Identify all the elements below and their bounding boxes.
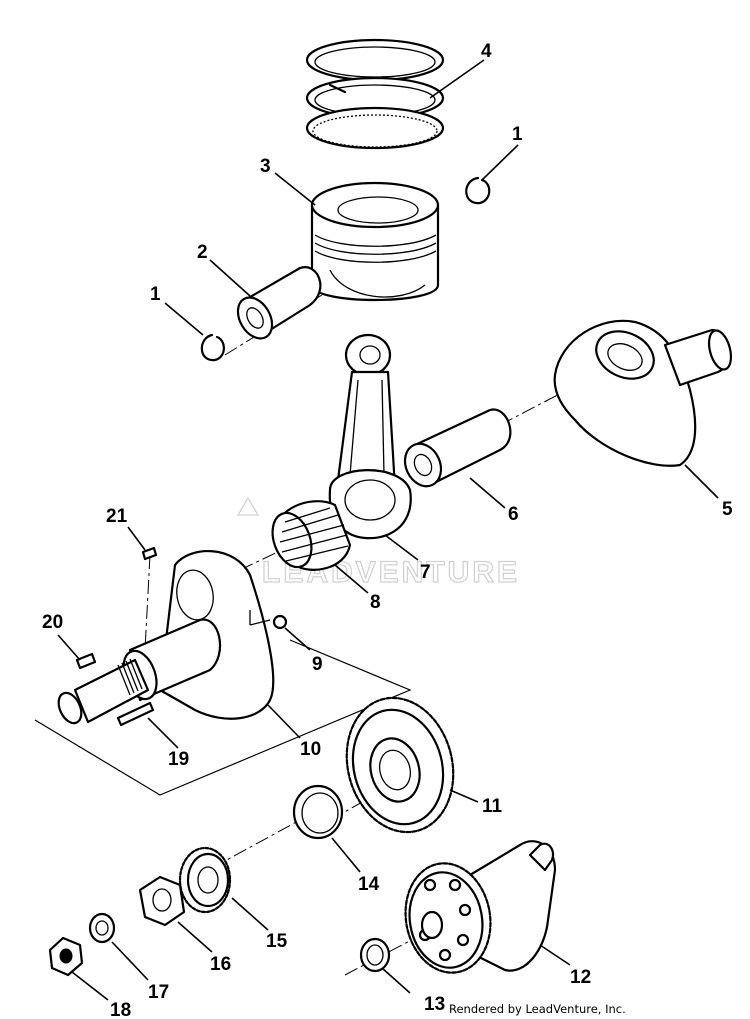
part-lock-nut: [138, 875, 186, 927]
callout-2: 2: [197, 242, 208, 263]
callout-leaders: [57, 59, 719, 1001]
callout-20: 20: [42, 612, 63, 633]
part-9-ball: [272, 614, 288, 630]
callout-18: 18: [110, 1000, 131, 1019]
crankshaft-threads: [117, 658, 143, 696]
callout-21: 21: [106, 506, 128, 527]
callout-1: 1: [150, 284, 161, 305]
callout-3: 3: [260, 156, 271, 177]
part-washer-17: [88, 912, 116, 944]
part-crankshaft-left-half: [57, 549, 275, 725]
part-small-hardware: [75, 546, 288, 727]
part-washer-13: [359, 937, 391, 973]
callout-12: 12: [570, 967, 591, 988]
callout-15: 15: [266, 931, 288, 952]
part-balancer-shaft: [404, 840, 557, 974]
callout-14: 14: [358, 874, 380, 895]
crankshaft-group-bracket: [34, 639, 412, 796]
callout-7: 7: [420, 562, 431, 583]
part-19-pin: [116, 701, 155, 727]
callout-16: 16: [210, 954, 231, 975]
callout-9: 9: [312, 654, 323, 675]
callout-10: 10: [300, 739, 321, 760]
callout-5: 5: [722, 499, 733, 520]
part-hex-nut: [48, 936, 84, 977]
part-piston-pin: [236, 266, 322, 340]
part-connecting-rod: [328, 333, 412, 540]
callout-19: 19: [168, 749, 189, 770]
part-21-key: [141, 546, 158, 561]
callout-8: 8: [370, 592, 381, 613]
part-20-key: [75, 652, 97, 670]
callout-4: 4: [481, 41, 492, 62]
gear-web-holes: [418, 878, 472, 962]
render-credit: Rendered by LeadVenture, Inc.: [449, 1002, 626, 1016]
callout-labels: 1 1 2 3 4 5 6 7 8 9 10 11 12 13 14 15 16…: [42, 41, 733, 1019]
part-piston-rings: [305, 38, 445, 150]
part-needle-bearing: [271, 500, 352, 571]
bearing-needles: [279, 507, 349, 562]
part-piston-pin-clips: [200, 176, 491, 362]
callout-11: 11: [482, 796, 503, 817]
part-crank-pin: [403, 408, 512, 488]
part-shim: [292, 784, 344, 840]
callout-13: 13: [424, 994, 445, 1015]
part-crankshaft-right-half: [553, 319, 733, 467]
callout-1: 1: [512, 124, 523, 145]
part-primary-gear: [345, 696, 455, 834]
part-piston: [310, 181, 440, 302]
part-drive-gear: [178, 846, 232, 914]
callout-17: 17: [148, 982, 169, 1003]
callout-6: 6: [508, 504, 519, 525]
